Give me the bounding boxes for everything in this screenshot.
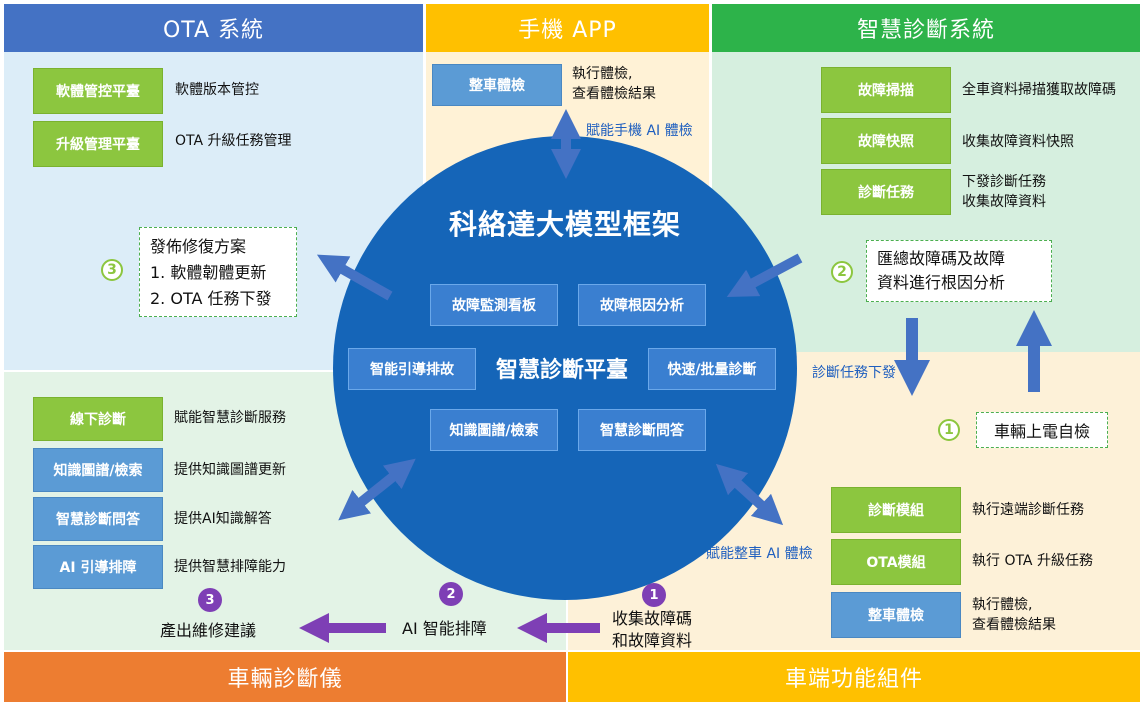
diagnosis-task: 診斷任務 xyxy=(821,169,951,215)
fault-monitoring-board: 故障監測看板 xyxy=(430,284,558,326)
fault-scan-desc: 全車資料掃描獲取故障碼 xyxy=(962,82,1116,98)
vehicle-checkup-desc-1: 執行體檢, xyxy=(972,597,1033,613)
publish-line-2: 2. OTA 任務下發 xyxy=(150,289,272,308)
vehicle-header: 車端功能組件 xyxy=(568,652,1140,702)
collect-line-1: 收集故障碼 xyxy=(612,609,693,628)
knowledge-graph-search: 知識圖譜/檢索 xyxy=(33,448,163,492)
software-control-desc: 軟體版本管控 xyxy=(175,82,259,98)
diag-header: 車輛診斷儀 xyxy=(4,652,566,702)
fault-scan: 故障掃描 xyxy=(821,67,951,113)
repair-suggestion-text: 產出維修建議 xyxy=(160,621,257,640)
framework-circle xyxy=(333,136,797,600)
fault-snapshot: 故障快照 xyxy=(821,118,951,164)
center-knowledge-graph: 知識圖譜/檢索 xyxy=(430,409,558,451)
vehicle-selfcheck-box: 車輛上電自檢 xyxy=(976,412,1108,448)
app-desc-line-1: 執行體檢, xyxy=(572,66,633,82)
smart-header: 智慧診斷系統 xyxy=(712,4,1140,52)
diagnosis-task-desc: 下發診斷任務 收集故障資料 xyxy=(962,172,1046,212)
center-smart-qa: 智慧診斷問答 xyxy=(578,409,706,451)
smart-guided-fault-removal: 智能引導排故 xyxy=(348,348,476,390)
vehicle-checkup-desc-2: 查看體檢結果 xyxy=(972,617,1056,633)
diag-double-arrow xyxy=(338,458,416,521)
analysis-line-2: 資料進行根因分析 xyxy=(877,273,1006,292)
ai-troubleshooting-desc: 提供智慧排障能力 xyxy=(174,559,286,575)
fault-root-cause-analysis: 故障根因分析 xyxy=(578,284,706,326)
diagnosis-task-dispatch-label: 診斷任務下發 xyxy=(812,365,896,381)
diagnosis-module: 診斷模組 xyxy=(831,487,961,533)
ota-module-desc: 執行 OTA 升級任務 xyxy=(972,553,1093,569)
vehicle-checkup-desc: 執行體檢, 查看體檢結果 xyxy=(972,595,1056,635)
upgrade-management-desc: OTA 升級任務管理 xyxy=(175,133,292,149)
knowledge-graph-desc: 提供知識圖譜更新 xyxy=(174,462,286,478)
analysis-to-circle-arrow xyxy=(726,253,803,298)
vehicle-ai-checkup-label: 賦能整車 AI 體檢 xyxy=(706,546,813,562)
framework-title: 科絡達大模型框架 xyxy=(448,208,681,241)
quick-batch-diagnosis: 快速/批量診斷 xyxy=(648,348,776,390)
vehicle-checkup-module: 整車體檢 xyxy=(831,592,961,638)
publish-fix-box: 發佈修復方案 1. 軟體韌體更新 2. OTA 任務下發 xyxy=(139,227,297,317)
vehicle-selfcheck-text: 車輛上電自檢 xyxy=(993,422,1090,441)
app-ai-checkup-label: 賦能手機 AI 體檢 xyxy=(586,123,693,139)
smart-qa-desc: 提供AI知識解答 xyxy=(174,511,272,527)
diagnosis-task-desc-2: 收集故障資料 xyxy=(962,194,1046,210)
collect-fault-data-text: 收集故障碼 和故障資料 xyxy=(612,608,692,652)
offline-diagnosis: 線下診斷 xyxy=(33,397,163,441)
flow-step-1-number: 1 xyxy=(642,583,666,607)
software-control-platform: 軟體管控平臺 xyxy=(33,68,163,114)
ota-header: OTA 系統 xyxy=(4,4,423,52)
root-cause-analysis-box: 匯總故障碼及故障 資料進行根因分析 xyxy=(866,240,1052,302)
upgrade-management-platform: 升級管理平臺 xyxy=(33,121,163,167)
ai-guided-troubleshooting: AI 引導排障 xyxy=(33,545,163,589)
smart-step-number: 2 xyxy=(831,261,853,283)
app-checkup-desc: 執行體檢, 查看體檢結果 xyxy=(572,64,656,104)
app-header: 手機 APP xyxy=(426,4,709,52)
ai-troubleshooting-text: AI 智能排障 xyxy=(402,619,487,638)
ota-module: OTA模組 xyxy=(831,539,961,585)
app-vehicle-checkup: 整車體檢 xyxy=(432,64,562,106)
smart-diagnosis-qa: 智慧診斷問答 xyxy=(33,497,163,541)
diagnosis-task-desc-1: 下發診斷任務 xyxy=(962,174,1046,190)
publish-line-1: 1. 軟體韌體更新 xyxy=(150,263,267,282)
to-ota-arrow xyxy=(316,254,393,301)
analysis-line-1: 匯總故障碼及故障 xyxy=(877,249,1006,268)
flow-step-2-number: 2 xyxy=(439,582,463,606)
vehicle-step-number: 1 xyxy=(938,419,960,441)
flow-step-3-number: 3 xyxy=(198,588,222,612)
app-desc-line-2: 查看體檢結果 xyxy=(572,86,656,102)
ota-step-number: 3 xyxy=(101,259,123,281)
offline-diagnosis-desc: 賦能智慧診斷服務 xyxy=(174,410,286,426)
collect-line-2: 和故障資料 xyxy=(612,631,693,650)
fault-snapshot-desc: 收集故障資料快照 xyxy=(962,134,1074,150)
vehicle-double-arrow xyxy=(715,463,784,526)
publish-title: 發佈修復方案 xyxy=(150,237,247,256)
smart-diagnosis-platform-title: 智慧診斷平臺 xyxy=(495,358,628,383)
diagnosis-module-desc: 執行遠端診斷任務 xyxy=(972,502,1084,518)
